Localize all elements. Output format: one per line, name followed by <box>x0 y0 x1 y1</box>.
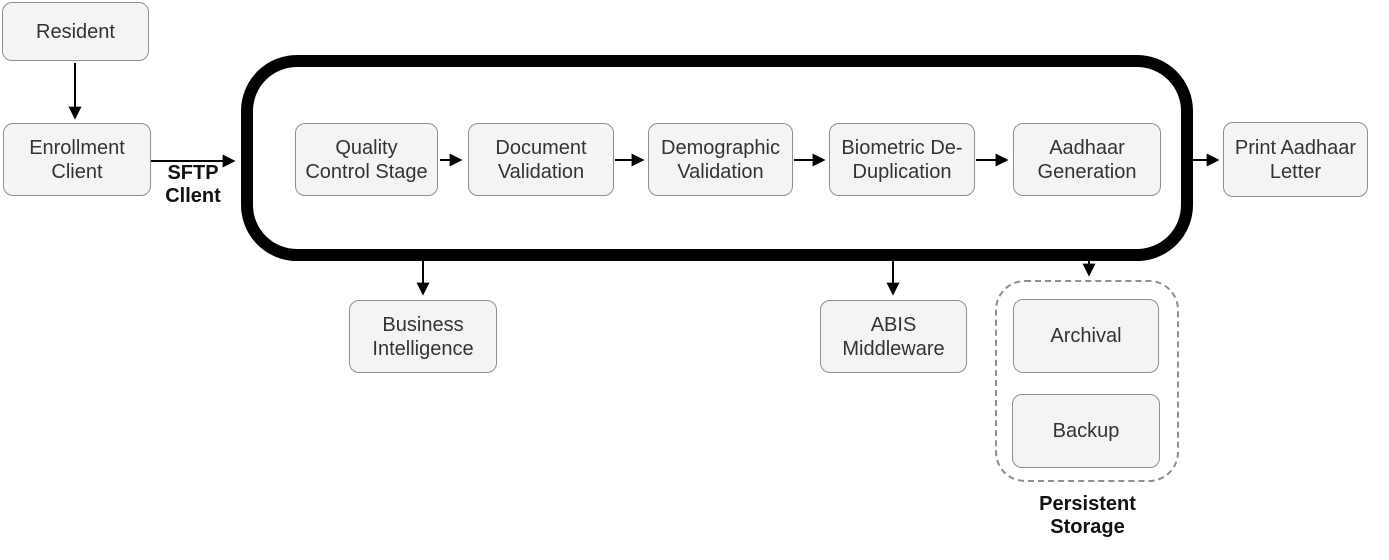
node-quality-control-stage-label: Quality Control Stage <box>305 136 428 183</box>
node-backup: Backup <box>1012 394 1160 468</box>
node-biometric-de-duplication: Biometric De- Duplication <box>829 123 975 196</box>
node-archival-label: Archival <box>1050 325 1122 347</box>
node-enrollment-client-label: Enrollment Client <box>29 136 125 183</box>
node-biometric-de-duplication-label: Biometric De- Duplication <box>841 136 963 183</box>
persistent-storage-label: Persistent Storage <box>1039 493 1136 538</box>
node-backup-label: Backup <box>1052 420 1120 442</box>
node-resident: Resident <box>2 2 149 61</box>
node-demographic-validation-label: Demographic Validation <box>661 136 780 183</box>
node-quality-control-stage: Quality Control Stage <box>295 123 438 196</box>
node-business-intelligence-label: Business Intelligence <box>372 313 474 360</box>
node-archival: Archival <box>1013 299 1159 373</box>
node-abis-middleware: ABIS Middleware <box>820 300 967 373</box>
node-aadhaar-generation-label: Aadhaar Generation <box>1037 136 1137 183</box>
pipeline-container <box>241 55 1193 261</box>
sftp-client-edge-label: SFTP Cllent <box>165 162 221 207</box>
node-print-aadhaar-letter-label: Print Aadhaar Letter <box>1234 136 1357 183</box>
persistent-storage-container <box>995 280 1179 482</box>
node-resident-label: Resident <box>36 20 115 43</box>
node-business-intelligence: Business Intelligence <box>349 300 497 373</box>
node-aadhaar-generation: Aadhaar Generation <box>1013 123 1161 196</box>
node-print-aadhaar-letter: Print Aadhaar Letter <box>1223 122 1368 197</box>
node-enrollment-client: Enrollment Client <box>3 123 151 196</box>
node-demographic-validation: Demographic Validation <box>648 123 793 196</box>
node-document-validation: Document Validation <box>468 123 614 196</box>
node-abis-middleware-label: ABIS Middleware <box>842 313 945 360</box>
node-document-validation-label: Document Validation <box>495 136 587 183</box>
